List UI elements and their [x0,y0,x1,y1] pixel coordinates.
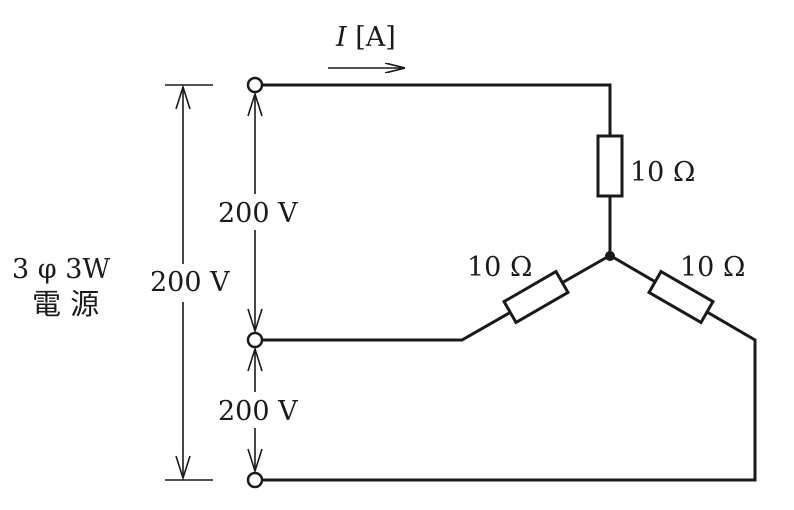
resistor-top [596,134,624,198]
terminal-c [246,471,264,489]
resistor-right [646,269,716,325]
source-phase-label: 3 φ 3W [12,254,111,285]
current-label: I [A] [336,24,396,51]
source-name-label: 電 源 [32,287,100,321]
current-symbol: I [336,22,347,53]
voltage-label-ab: 200 V [218,198,298,229]
resistor-top-label: 10 Ω [630,157,696,188]
line-a-wire [262,83,612,136]
resistor-left [501,269,571,325]
resistor-right-label: 10 Ω [680,252,746,283]
voltage-label-ac: 200 V [150,267,230,298]
resistor-left-label: 10 Ω [467,252,533,283]
neutral-junction-dot [605,251,615,261]
terminal-b [246,331,264,349]
terminal-a [246,76,264,94]
current-unit: [A] [355,22,396,53]
voltage-label-bc: 200 V [218,396,298,427]
